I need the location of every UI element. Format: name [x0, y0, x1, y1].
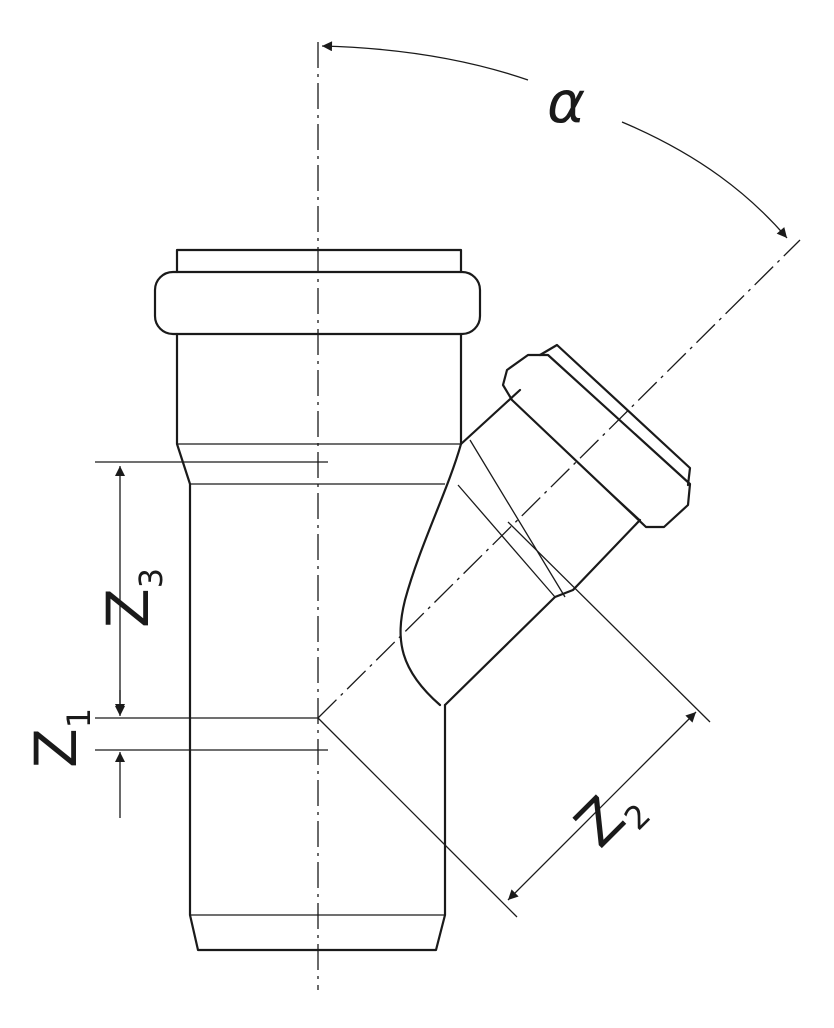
- ext-line-z2-lower: [317, 717, 518, 918]
- svg-text:Z1: Z1: [22, 708, 98, 768]
- alpha-arc-left: [321, 41, 529, 81]
- branch-socket-collar: [501, 353, 692, 529]
- branch-inner-line-2: [457, 484, 556, 598]
- z1-label: Z1: [22, 708, 98, 768]
- branch-socket-line: [576, 461, 641, 521]
- main-socket-body: [175, 332, 447, 952]
- z2-label: Z2: [562, 769, 658, 865]
- ext-line-z2-upper: [507, 521, 711, 723]
- branch-socket-ring: [538, 343, 692, 487]
- branch-center-axis: [317, 239, 801, 719]
- branch-left-wall: [399, 442, 463, 707]
- svg-text:Z2: Z2: [562, 769, 658, 865]
- main-socket-top-ring: [175, 248, 463, 274]
- svg-text:Z3: Z3: [94, 568, 170, 628]
- branch-right-wall: [443, 518, 642, 707]
- alpha-arc-right: [621, 121, 788, 239]
- z2-dimension-line: [507, 711, 697, 901]
- z3-label: Z3: [94, 568, 170, 628]
- main-socket-collar: [153, 270, 482, 336]
- branch-inner-line-1: [469, 439, 566, 598]
- alpha-label: α: [547, 68, 585, 136]
